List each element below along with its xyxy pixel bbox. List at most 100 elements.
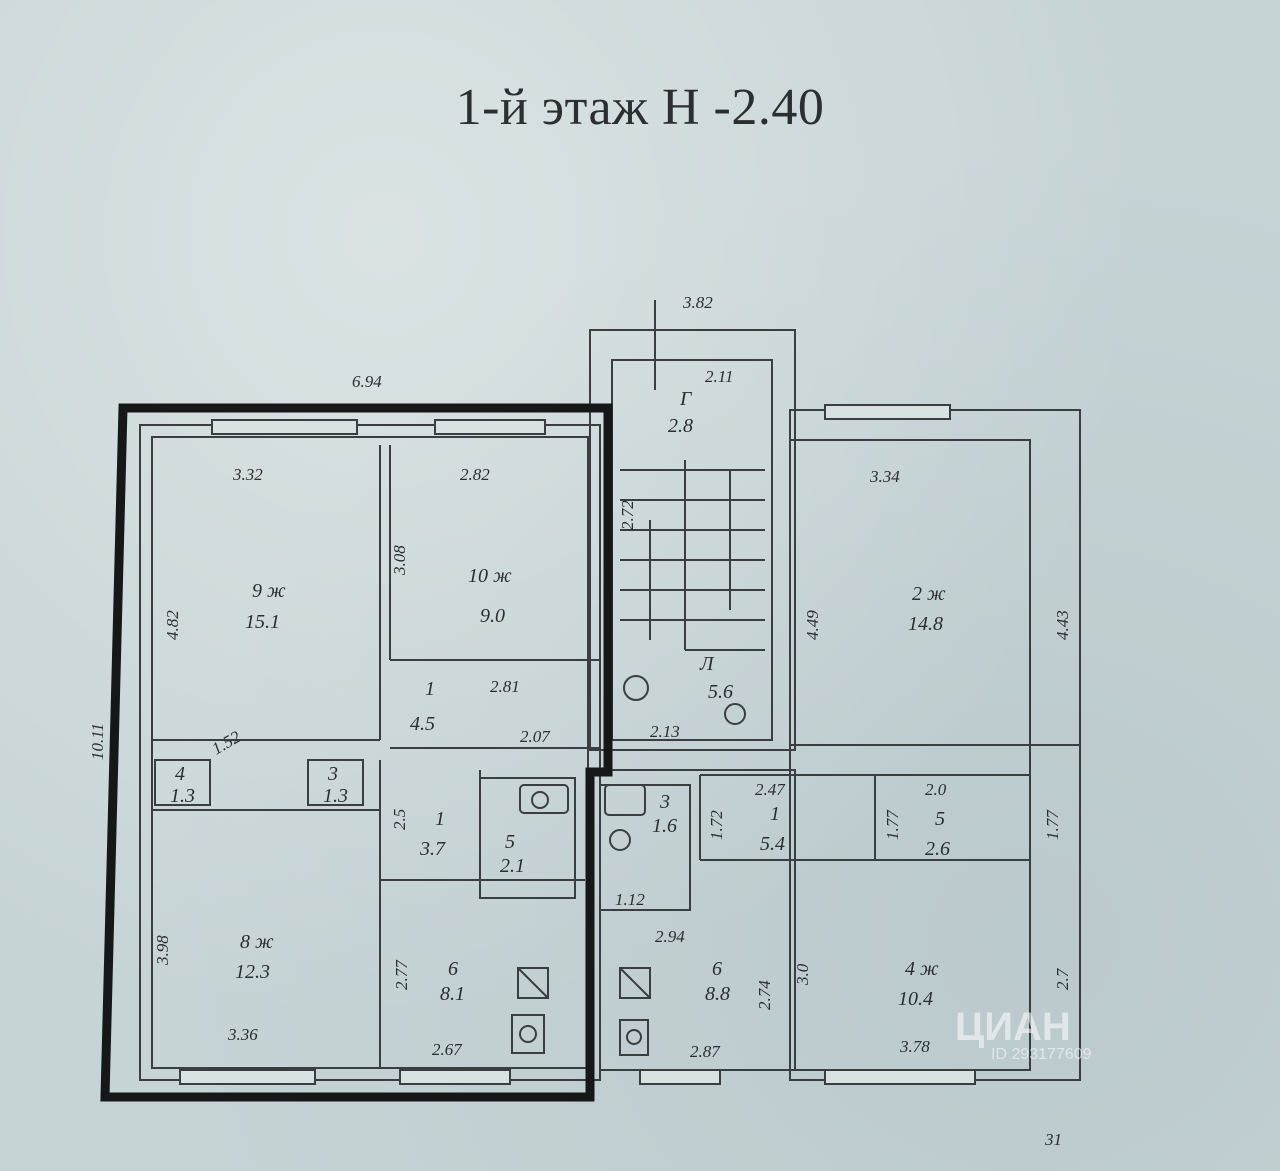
room-wc2-number: 3: [327, 763, 338, 785]
meter-symbol-2: [724, 703, 746, 725]
window-r10: [434, 419, 546, 435]
room-landing-area: 5.6: [708, 681, 733, 703]
stove-fixture-cross: [517, 967, 549, 999]
dim-r6b-width: 2.87: [690, 1042, 721, 1061]
meter-symbol: [623, 675, 649, 701]
dim-r9-width: 3.32: [232, 465, 263, 484]
room-hall2-area: 5.4: [760, 833, 785, 855]
dim-r2-width: 3.34: [869, 467, 900, 486]
dim-r8-width: 3.36: [227, 1025, 258, 1044]
room-hall-number: 1: [435, 808, 445, 830]
watermark-id: ID 293177609: [991, 1046, 1092, 1063]
room-wc1-number: 4: [175, 763, 185, 785]
stove-fixture: [517, 967, 549, 999]
room-6b-area: 8.8: [705, 983, 730, 1005]
window-r6b: [639, 1069, 721, 1085]
kitchen2-sink-bowl: [626, 1029, 642, 1045]
room-6b-number: 6: [712, 958, 722, 980]
window-r4: [824, 1069, 976, 1085]
room-4-number: 4 ж: [905, 958, 939, 980]
room-10-number: 10 ж: [468, 565, 512, 587]
dim-small-right: 1.77: [1043, 809, 1062, 840]
apartment-highlight-border: [100, 403, 613, 1102]
dim-r2-height-left: 4.49: [803, 610, 822, 640]
watermark-brand: ЦИАН: [955, 1005, 1071, 1049]
dim-stair-bottom: 2.13: [650, 722, 680, 741]
room-8-number: 8 ж: [240, 931, 274, 953]
dim-r6-width: 2.67: [432, 1040, 463, 1059]
room-small-number: 5: [935, 808, 945, 830]
sink-fixture: [519, 784, 569, 814]
dim-corr-width: 2.81: [490, 677, 520, 696]
dim-hall-side: 1.72: [707, 810, 726, 840]
left-apartment-outer-wall: [139, 424, 601, 1081]
room-small-area: 2.6: [925, 838, 950, 860]
watermark: ЦИАН ID 293177609: [955, 1005, 1092, 1064]
stair-outer-wall: [589, 329, 796, 751]
stove2-fixture-cross: [619, 967, 651, 999]
dim-r9-height: 4.82: [163, 610, 182, 640]
room-hall-area: 3.7: [419, 838, 446, 860]
dim-bath-width: 1.12: [615, 890, 645, 909]
dim-top-stair: 3.82: [682, 293, 713, 312]
dim-stair-top: 2.11: [705, 367, 734, 386]
window-r6: [399, 1069, 511, 1085]
vent-shaft-1: [154, 759, 211, 806]
room-bath2-number: 3: [659, 791, 670, 813]
dim-r10-width: 2.82: [460, 465, 490, 484]
kitchen2-sink-fixture: [619, 1019, 649, 1056]
toilet-fixture: [604, 784, 646, 816]
dim-left-height: 10.11: [88, 723, 107, 760]
dim-hall-width: 2.47: [755, 780, 786, 799]
room-wc1-area: 1.3: [170, 785, 195, 807]
dim-r6b-height: 2.74: [755, 980, 774, 1010]
stove2-fixture: [619, 967, 651, 999]
dim-r8-height: 3.98: [153, 935, 172, 966]
dim-stair-side: 2.72: [618, 500, 637, 530]
room-landing-number: Л: [699, 653, 715, 675]
bath-block: [479, 777, 576, 899]
room-10-area: 9.0: [480, 605, 505, 627]
dim-r4-height: 3.0: [793, 963, 812, 986]
dim-landing-side: 1.52: [209, 727, 245, 759]
dim-small-side: 1.77: [883, 809, 902, 840]
dim-r2-height-right: 4.43: [1053, 610, 1072, 640]
dim-bottom-right: 31: [1044, 1130, 1062, 1149]
dim-corr-bottom: 2.07: [520, 727, 551, 746]
room-bath1-number: 5: [505, 831, 515, 853]
toilet-bowl: [609, 829, 631, 851]
dim-r10-height: 3.08: [390, 545, 409, 576]
dim-r4-width: 3.78: [899, 1037, 930, 1056]
room-4-area: 10.4: [898, 988, 933, 1010]
sink-bowl: [531, 791, 549, 809]
room-corr-number: 1: [425, 678, 435, 700]
room-9-number: 9 ж: [252, 580, 286, 602]
room-2-area: 14.8: [908, 613, 943, 635]
plan-title: 1-й этаж Н -2.40: [455, 79, 825, 136]
window-r9: [211, 419, 358, 435]
room-hall2-number: 1: [770, 803, 780, 825]
window-r2: [824, 404, 951, 420]
room-2-number: 2 ж: [912, 583, 946, 605]
room-6-number: 6: [448, 958, 458, 980]
room-9-area: 15.1: [245, 611, 280, 633]
room-stair-number: Г: [679, 388, 693, 410]
dim-small-top: 2.0: [925, 780, 947, 799]
vent-shaft-2: [307, 759, 364, 806]
dim-r6b-top: 2.94: [655, 927, 685, 946]
room-stair-area: 2.8: [668, 415, 693, 437]
room-bath2-area: 1.6: [652, 815, 677, 837]
left-apartment-inner-wall: [151, 436, 589, 1069]
room-6-area: 8.1: [440, 983, 465, 1005]
dim-r6-height: 2.77: [392, 959, 411, 990]
dim-top-left: 6.94: [352, 372, 382, 391]
room-wc2-area: 1.3: [323, 785, 348, 807]
room-8-area: 12.3: [235, 961, 270, 983]
kitchen-sink-bowl: [519, 1025, 537, 1043]
room-bath1-area: 2.1: [500, 855, 525, 877]
bath2-block: [599, 784, 691, 911]
room-corr-area: 4.5: [410, 713, 435, 735]
dim-wc-side: 2.5: [390, 809, 409, 830]
